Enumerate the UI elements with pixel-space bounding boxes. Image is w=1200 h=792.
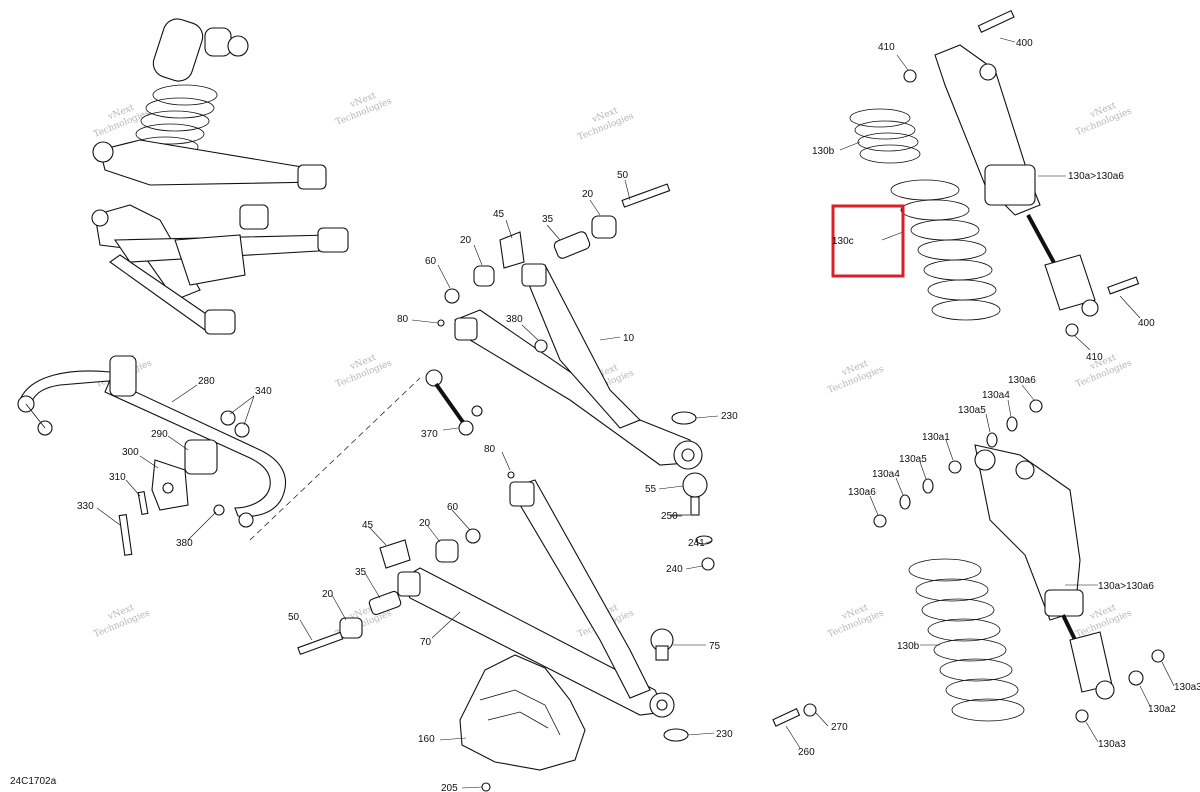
callout-50a: 50 [617, 170, 629, 181]
front-shock-bottom [873, 399, 1165, 723]
callout-340: 340 [255, 386, 272, 397]
callout-35a: 35 [542, 214, 554, 225]
callout-45a: 45 [493, 209, 505, 220]
callout-130c: 130c [832, 236, 854, 247]
callout-130a3b: 130a3 [1098, 739, 1126, 750]
callout-205: 205 [441, 783, 458, 792]
callout-130b-bot: 130b [897, 641, 920, 652]
callout-20a: 20 [582, 189, 594, 200]
upper-a-arm [437, 183, 715, 571]
callout-130a4a: 130a4 [982, 390, 1010, 401]
callout-75: 75 [709, 641, 721, 652]
sway-link [425, 369, 483, 436]
callout-20b: 20 [460, 235, 472, 246]
callout-260: 260 [798, 747, 815, 758]
rear-shock-top [849, 9, 1140, 337]
callout-130a6a: 130a6 [1008, 375, 1036, 386]
callout-250: 250 [661, 511, 678, 522]
sway-bar-assembly [17, 355, 421, 556]
callout-130a-bot: 130a>130a6 [1098, 581, 1154, 592]
callout-400b: 400 [1138, 318, 1155, 329]
callout-130a3a: 130a3 [1174, 682, 1200, 693]
callout-310: 310 [109, 472, 126, 483]
callout-80a: 80 [397, 314, 409, 325]
callout-130a5a: 130a5 [958, 405, 986, 416]
callout-130a-top: 130a>130a6 [1068, 171, 1124, 182]
callout-130a2: 130a2 [1148, 704, 1176, 715]
highlight-box-130c [831, 204, 905, 278]
callout-70: 70 [420, 637, 432, 648]
callout-230b: 230 [716, 729, 733, 740]
callout-241: 241 [688, 538, 705, 549]
callout-380b: 380 [176, 538, 193, 549]
callout-60a: 60 [425, 256, 437, 267]
callout-240: 240 [666, 564, 683, 575]
suspension-assembly-overview [91, 18, 349, 335]
callout-370: 370 [421, 429, 438, 440]
callout-45b: 45 [362, 520, 374, 531]
callout-55: 55 [645, 484, 657, 495]
callout-230a: 230 [721, 411, 738, 422]
callout-80b: 80 [484, 444, 496, 455]
callout-410b: 410 [1086, 352, 1103, 363]
callout-130a1: 130a1 [922, 432, 950, 443]
callout-280: 280 [198, 376, 215, 387]
leader-lines [96, 37, 1175, 789]
callout-330: 330 [77, 501, 94, 512]
callout-290: 290 [151, 429, 168, 440]
callout-160: 160 [418, 734, 435, 745]
callout-270: 270 [831, 722, 848, 733]
callout-20d: 20 [322, 589, 334, 600]
callout-35b: 35 [355, 567, 367, 578]
callout-50b: 50 [288, 612, 300, 623]
callout-60b: 60 [447, 502, 459, 513]
callout-130a6b: 130a6 [848, 487, 876, 498]
callout-300: 300 [122, 447, 139, 458]
callout-400a: 400 [1016, 38, 1033, 49]
callout-labels: 400 410 130b 130c 130a>130a6 400 410 50 20 45 35 20… [77, 38, 1200, 792]
callout-130a4b: 130a4 [872, 469, 900, 480]
callout-380a: 380 [506, 314, 523, 325]
lower-a-arm [297, 471, 817, 792]
callout-410a: 410 [878, 42, 895, 53]
callout-10: 10 [623, 333, 635, 344]
callout-130b-top: 130b [812, 146, 835, 157]
callout-20c: 20 [419, 518, 431, 529]
drawing-reference: 24C1702a [10, 776, 57, 787]
callout-130a5b: 130a5 [899, 454, 927, 465]
